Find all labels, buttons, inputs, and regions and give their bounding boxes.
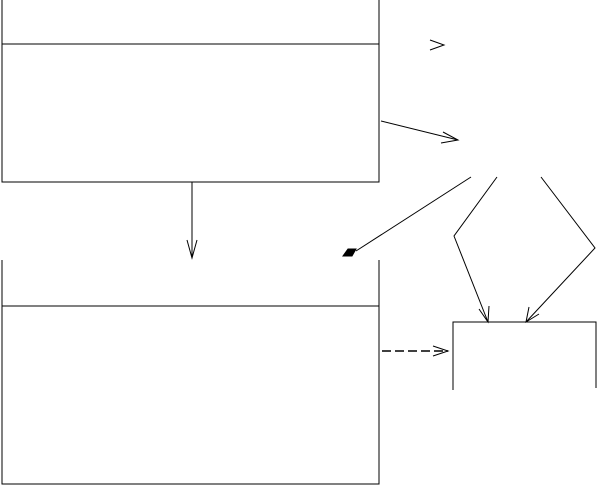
filled-diamond-icon <box>342 248 357 257</box>
right-class-frame <box>452 321 597 390</box>
bottom-class-frame <box>1 260 380 485</box>
top-class-frame <box>1 0 380 183</box>
top-class-box[interactable] <box>1 0 380 183</box>
open-arrow-down-icon <box>186 239 198 260</box>
top-to-bottom-association[interactable] <box>186 182 198 260</box>
open-arrow-dependency-icon <box>432 345 450 357</box>
right-branch-link[interactable] <box>525 176 596 324</box>
dependency-link[interactable] <box>382 345 450 357</box>
open-arrow-left-branch-icon <box>478 305 490 324</box>
open-arrow-right-branch-icon <box>525 306 540 324</box>
left-branch-line <box>453 176 498 323</box>
bottom-class-box[interactable] <box>1 260 380 485</box>
chevron-right-icon <box>429 39 446 51</box>
right-branch-line <box>525 176 596 323</box>
top-to-right-line <box>380 120 459 141</box>
aggregation-line <box>355 176 472 252</box>
top-to-right-association[interactable] <box>380 120 460 144</box>
open-arrow-right-icon <box>440 131 460 144</box>
aggregation-link[interactable] <box>342 176 472 257</box>
right-class-box[interactable] <box>452 321 597 390</box>
left-branch-link[interactable] <box>453 176 498 324</box>
